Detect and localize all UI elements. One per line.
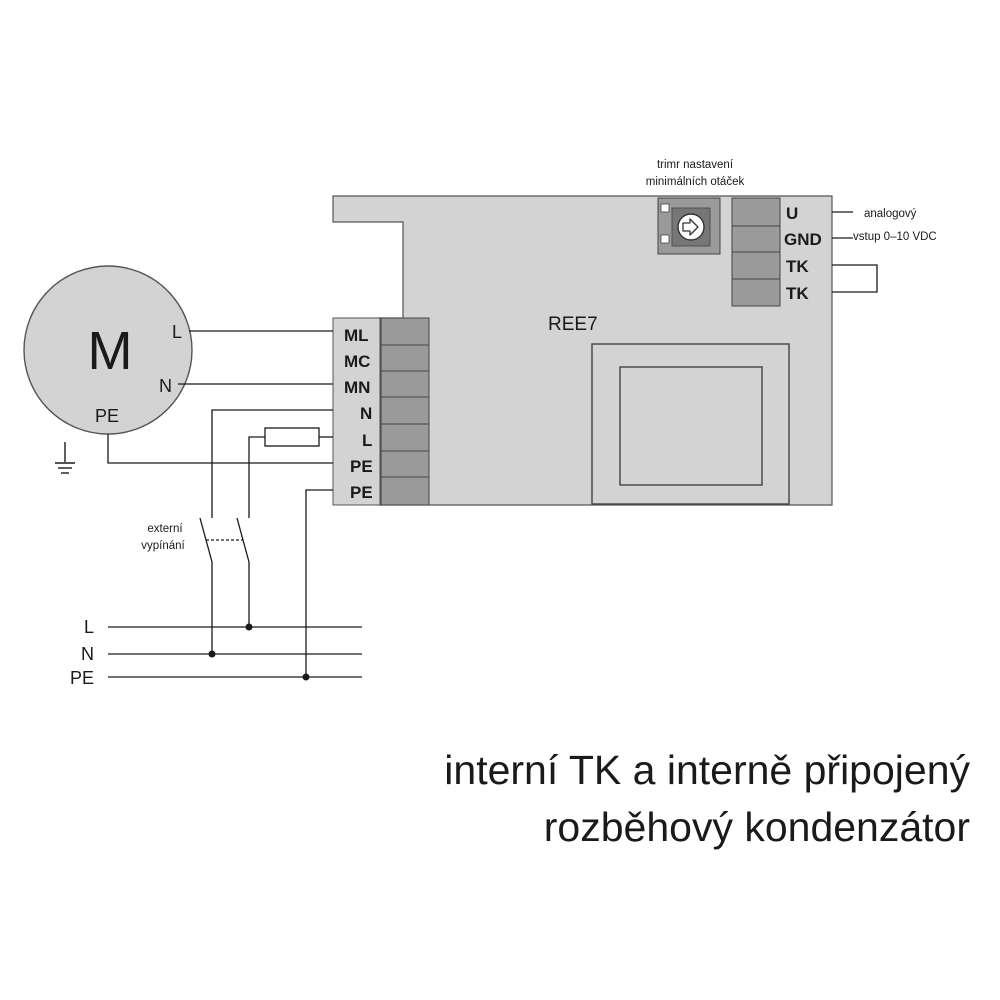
terminal-label-pe-1: PE [350, 457, 373, 476]
junction-dot-l [245, 623, 253, 631]
motor-terminal-n: N [159, 376, 172, 396]
analog-input-label-line2: vstup 0–10 VDC [853, 231, 937, 243]
terminal-label-u: U [786, 204, 798, 223]
terminal-label-gnd: GND [784, 230, 822, 249]
trimmer-potentiometer [657, 197, 721, 255]
mains-label-l: L [84, 617, 94, 637]
terminal-label-tk-1: TK [786, 257, 809, 276]
trimmer-label-line1: trimr nastavení [657, 159, 734, 171]
left-terminal-screw-2 [380, 344, 430, 372]
analog-input-label-line1: analogový [864, 208, 917, 220]
left-terminal-block: ML MC MN N L PE PE [332, 317, 430, 506]
right-terminal-screw-2 [731, 225, 781, 253]
right-terminal-screw-4 [731, 278, 781, 307]
junction-dot-pe [302, 673, 310, 681]
transformer-inner [619, 366, 763, 486]
terminal-label-mc: MC [344, 352, 370, 371]
switch-label-line1: externí [147, 523, 183, 535]
mains-label-n: N [81, 644, 94, 664]
junction-dot-n [208, 650, 216, 658]
motor-terminal-l: L [172, 322, 182, 342]
left-terminal-screw-3 [380, 370, 430, 398]
terminal-label-pe-2: PE [350, 483, 373, 502]
left-terminal-screw-7 [380, 476, 430, 506]
left-terminal-screw-4 [380, 396, 430, 425]
mains-label-pe: PE [70, 668, 94, 688]
motor: M L N PE [23, 265, 193, 435]
caption-line1: interní TK a interně připojený [444, 747, 970, 793]
motor-terminal-pe: PE [95, 406, 119, 426]
left-terminal-screw-1 [380, 317, 430, 346]
switch-label-line2: vypínání [141, 540, 185, 552]
wire-fuse-to-switch [248, 436, 265, 518]
terminal-label-l: L [362, 431, 372, 450]
terminal-label-ml: ML [344, 326, 369, 345]
left-terminal-screw-6 [380, 450, 430, 478]
wire-motor-pe-to-pe [107, 434, 333, 464]
fuse-symbol [264, 427, 320, 447]
ground-icon [55, 442, 75, 474]
trimmer-arrow-icon [682, 218, 699, 236]
right-terminal-screw-3 [731, 251, 781, 280]
module-model-label: REE7 [548, 314, 598, 335]
transformer-outer [591, 343, 790, 505]
terminal-label-n: N [360, 404, 372, 423]
terminal-label-tk-2: TK [786, 284, 809, 303]
right-terminal-screw-1 [731, 197, 781, 227]
tk-loop-wire [832, 264, 878, 293]
right-terminal-block: U GND TK TK [731, 197, 822, 307]
diagram-caption: interní TK a interně připojený rozběhový… [270, 742, 970, 856]
terminal-label-mn: MN [344, 378, 370, 397]
left-terminal-screw-5 [380, 423, 430, 452]
caption-line2: rozběhový kondenzátor [543, 804, 970, 850]
trimmer-label-line2: minimálních otáček [646, 176, 745, 188]
wire-n-terminal [211, 409, 333, 518]
motor-symbol: M [88, 321, 133, 381]
wire-pe-to-mains [305, 489, 333, 677]
